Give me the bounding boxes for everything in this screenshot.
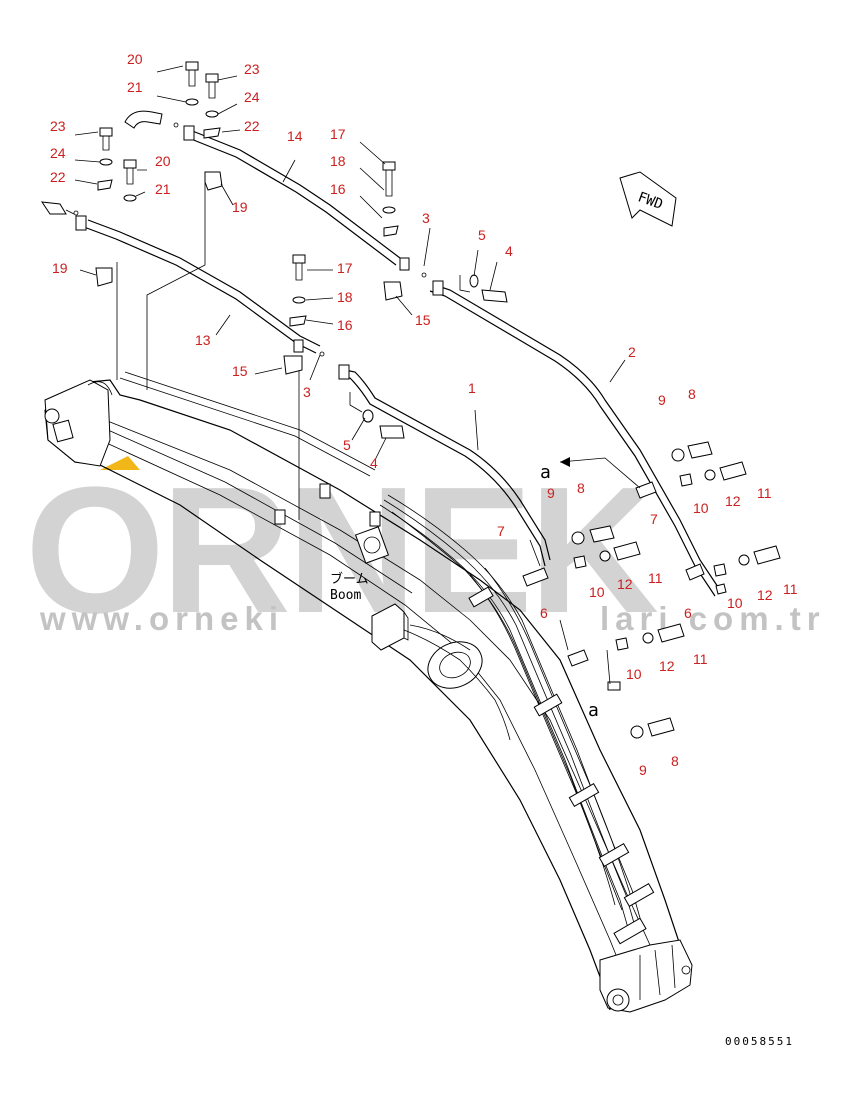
- callout: 11: [693, 651, 708, 667]
- callout: 18: [337, 289, 353, 305]
- callout: 9: [639, 762, 647, 778]
- callout: 10: [727, 595, 743, 611]
- support-lines: [116, 180, 376, 520]
- callout: 12: [659, 658, 675, 674]
- boom-body: [44, 379, 693, 1013]
- callout: 6: [684, 605, 692, 621]
- boom-label-en: Boom: [330, 588, 361, 603]
- callout: 1: [468, 380, 476, 396]
- watermark-logo: ORNEK: [25, 450, 658, 651]
- callout: 20: [155, 153, 171, 169]
- boom-label-jp: ブーム: [330, 571, 369, 586]
- bolt-17-right: [382, 161, 396, 197]
- callout: 8: [688, 386, 696, 402]
- callout: 8: [577, 480, 585, 496]
- bolt-23-left: [99, 127, 113, 151]
- callout: 12: [725, 493, 741, 509]
- callout: 11: [757, 485, 772, 501]
- callout: 19: [232, 199, 248, 215]
- hardware: [73, 61, 781, 739]
- callout: 17: [330, 126, 346, 142]
- pipe-14: [124, 110, 401, 266]
- bolt-23-top: [205, 73, 219, 99]
- drawing-number: 00058551: [725, 1035, 794, 1048]
- callout: 9: [658, 392, 666, 408]
- callout: 16: [337, 317, 353, 333]
- callout: 9: [547, 485, 555, 501]
- callout: 18: [330, 153, 346, 169]
- bundle-clamps: [468, 586, 655, 945]
- callout: 24: [244, 89, 260, 105]
- callout: 10: [693, 500, 709, 516]
- watermark: ORNEK www.orneki lari.com.tr: [25, 450, 826, 651]
- watermark-url-head: www.orneki: [39, 600, 284, 637]
- callout: 2: [628, 344, 636, 360]
- callout: 10: [626, 666, 642, 682]
- callout-numbers: 20 23 21 24 22 14 17 23 24 20 18 22 21 1…: [50, 51, 798, 778]
- callout: 3: [422, 210, 430, 226]
- callout: 10: [589, 584, 605, 600]
- callout: 20: [127, 51, 143, 67]
- view-a-label-top: a: [540, 462, 551, 483]
- callout: 7: [650, 511, 658, 527]
- callout: 4: [370, 455, 378, 471]
- callout: 16: [330, 181, 346, 197]
- callout: 22: [244, 118, 260, 134]
- callout: 24: [50, 145, 66, 161]
- bolt-20-top: [185, 61, 199, 87]
- callout: 21: [127, 79, 143, 95]
- watermark-accent-icon: [100, 456, 140, 470]
- callout: 15: [232, 363, 248, 379]
- callout: 4: [505, 243, 513, 259]
- callout: 14: [287, 128, 303, 144]
- callout: 15: [415, 312, 431, 328]
- view-a-label-bottom: a: [588, 700, 599, 721]
- callout: 3: [303, 384, 311, 400]
- callout: 6: [540, 605, 548, 621]
- bolt-20-left: [123, 159, 137, 185]
- callout: 5: [343, 437, 351, 453]
- callout: 11: [648, 570, 663, 586]
- callout: 23: [244, 61, 260, 77]
- callout: 23: [50, 118, 66, 134]
- callout: 17: [337, 260, 353, 276]
- callout: 22: [50, 169, 66, 185]
- pipe-2: [429, 280, 721, 597]
- callout: 11: [783, 581, 798, 597]
- fwd-arrow: FWD: [619, 171, 677, 227]
- callout: 21: [155, 181, 171, 197]
- callout: 13: [195, 332, 211, 348]
- callout: 5: [478, 227, 486, 243]
- callout: 7: [497, 523, 505, 539]
- callout: 12: [617, 576, 633, 592]
- bolt-17-mid: [292, 254, 306, 281]
- hose-bundle: [379, 494, 655, 945]
- watermark-url-tail: lari.com.tr: [600, 600, 826, 637]
- callout: 19: [52, 260, 68, 276]
- callout: 12: [757, 587, 773, 603]
- callout: 8: [671, 753, 679, 769]
- pipe-1: [338, 364, 551, 567]
